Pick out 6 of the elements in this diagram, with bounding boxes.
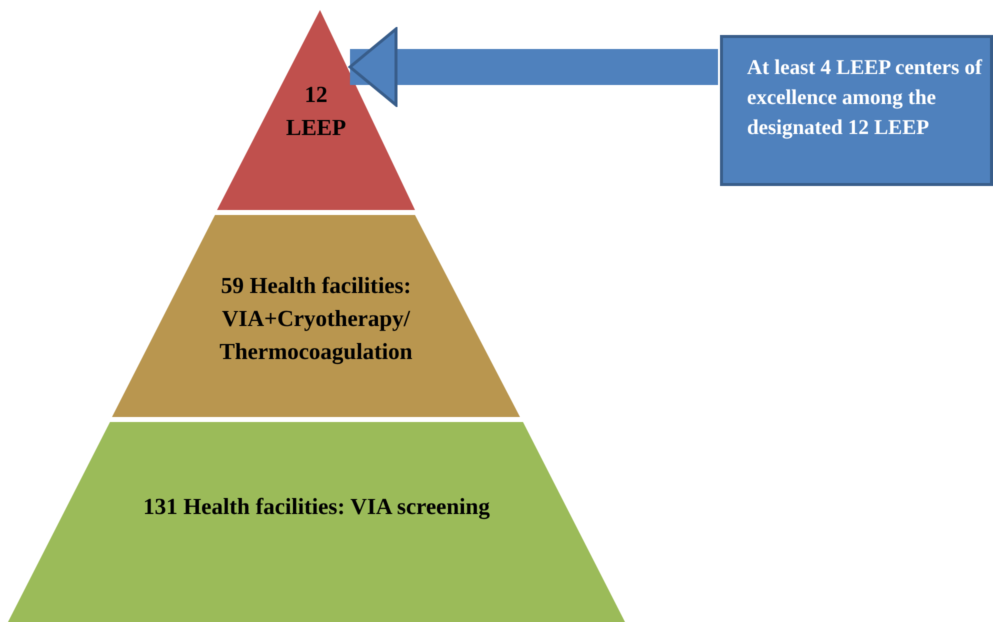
tier-label: 59 Health facilities: VIA+Cryotherapy/ Thermocoagulation <box>218 272 414 366</box>
note-text: At least 4 LEEP centers of excellence among the designated 12 LEEP <box>747 54 984 141</box>
note-box <box>720 35 993 186</box>
block-arrow <box>348 28 718 106</box>
tier-label: 131 Health facilities: VIA screening <box>142 493 491 522</box>
tier-label: 12 LEEP <box>286 81 346 142</box>
